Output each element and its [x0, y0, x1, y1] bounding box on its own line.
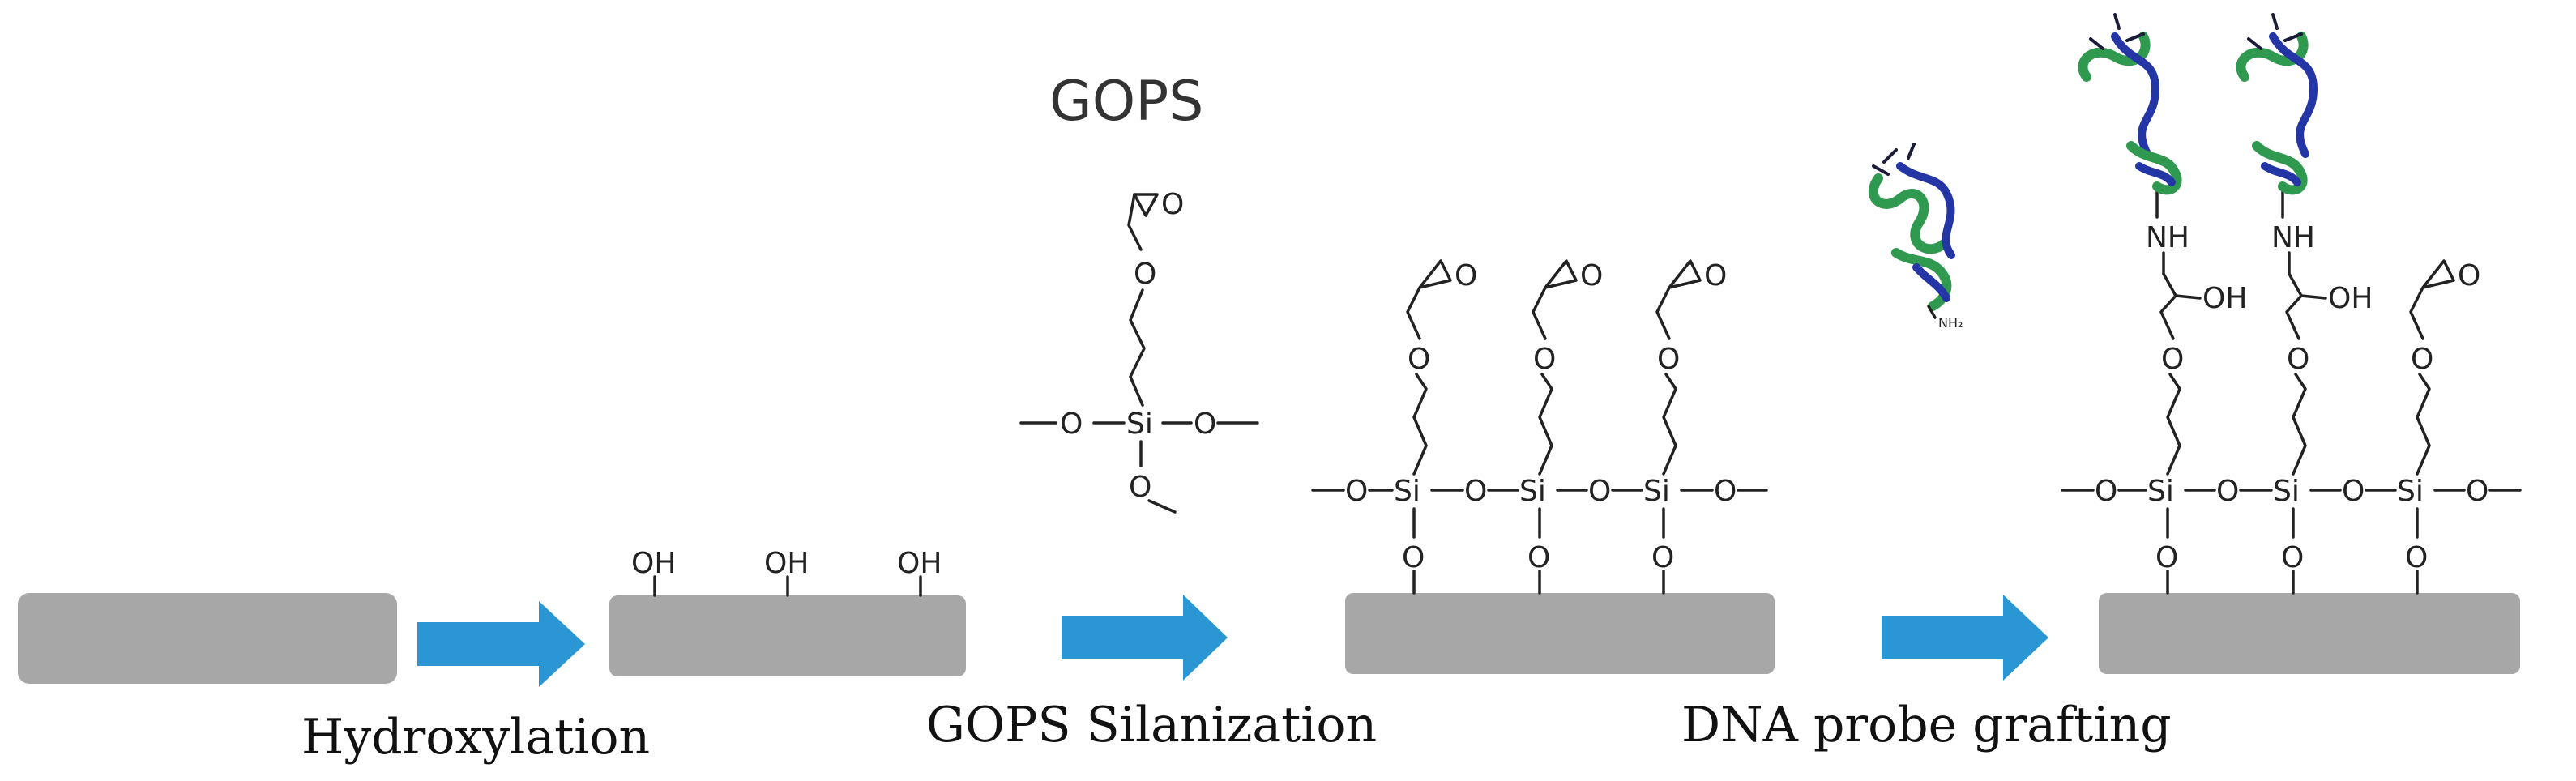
oh-label-1: OH — [631, 547, 676, 580]
free-dna-probe: NH₂ — [1868, 143, 1963, 331]
svg-text:O: O — [2411, 343, 2433, 376]
epoxy-chain-3: O O — [1655, 259, 1727, 476]
epoxy-chain-1: O O — [1406, 259, 1477, 476]
backbone-o-3: O — [1588, 475, 1611, 508]
svg-text:O: O — [1533, 343, 1556, 376]
methoxy-o-bottom: O — [1129, 471, 1151, 504]
svg-text:O: O — [2161, 343, 2184, 376]
hydroxyl-groups: OH OH OH — [631, 547, 942, 597]
substrate-bare — [18, 593, 397, 684]
svg-text:O: O — [1402, 541, 1425, 574]
svg-text:O: O — [2466, 475, 2488, 508]
svg-text:O: O — [2281, 541, 2304, 574]
oh-label-3: OH — [897, 547, 942, 580]
svg-text:O: O — [1580, 259, 1603, 292]
svg-text:O: O — [2405, 541, 2428, 574]
methoxy-o-left: O — [1060, 408, 1083, 441]
svg-text:O: O — [2155, 541, 2178, 574]
grafted-surface-network: O Si O Si O Si O O O O — [2061, 13, 2522, 595]
substrate-hydroxylated — [609, 595, 966, 676]
backbone-o-4: O — [1714, 475, 1737, 508]
ether-o-label: O — [1134, 258, 1156, 291]
step-label-dna-probe-grafting: DNA probe grafting — [1681, 697, 2172, 753]
backbone-si-3: Si — [1643, 475, 1670, 508]
svg-text:Si: Si — [2397, 475, 2424, 508]
svg-text:Si: Si — [2273, 475, 2300, 508]
gops-title: GOPS — [1049, 70, 1203, 134]
hydroxyl-label-2: OH — [2328, 282, 2373, 315]
process-arrow-1 — [417, 601, 585, 687]
svg-text:O: O — [2216, 475, 2239, 508]
svg-text:O: O — [2342, 475, 2365, 508]
process-arrow-2 — [1062, 595, 1228, 681]
svg-text:O: O — [2095, 475, 2117, 508]
svg-text:O: O — [1455, 259, 1477, 292]
grafted-chain-3-epoxy: O O — [2409, 259, 2480, 476]
substrate-dna-grafted — [2099, 593, 2520, 674]
grafted-chain-2: O OH NH — [2236, 13, 2373, 476]
svg-text:O: O — [1527, 541, 1550, 574]
svg-text:Si: Si — [2147, 475, 2174, 508]
grafted-anchor-2: O — [2281, 507, 2304, 595]
gops-molecule: O O Si O O O — [1019, 188, 1259, 514]
surface-anchor-1: O — [1402, 507, 1425, 595]
substrate-silanized — [1345, 593, 1775, 674]
epoxide-o-label: O — [1161, 188, 1184, 221]
silanized-surface-network: O Si O Si O Si O O O O — [1311, 259, 1768, 595]
svg-text:O: O — [2287, 343, 2309, 376]
svg-text:O: O — [1657, 343, 1680, 376]
grafted-anchor-1: O — [2155, 507, 2178, 595]
backbone-o-1: O — [1345, 475, 1368, 508]
backbone-o-2: O — [1464, 475, 1487, 508]
methoxy-o-right: O — [1194, 408, 1216, 441]
backbone-si-1: Si — [1394, 475, 1420, 508]
oh-label-2: OH — [764, 547, 809, 580]
grafted-anchor-3: O — [2405, 507, 2428, 595]
nh2-label: NH₂ — [1938, 315, 1963, 331]
hydroxyl-label-1: OH — [2202, 282, 2247, 315]
backbone-si-2: Si — [1519, 475, 1546, 508]
svg-text:O: O — [2458, 259, 2480, 292]
step-label-gops-silanization: GOPS Silanization — [926, 697, 1377, 753]
grafted-chain-1: O OH NH — [2078, 13, 2247, 476]
process-arrow-3 — [1882, 595, 2048, 681]
svg-text:O: O — [1704, 259, 1727, 292]
surface-anchor-2: O — [1527, 507, 1550, 595]
epoxy-chain-2: O O — [1532, 259, 1603, 476]
si-label: Si — [1126, 408, 1153, 441]
amine-label-2: NH — [2271, 221, 2315, 254]
svg-text:O: O — [1651, 541, 1674, 574]
svg-text:O: O — [1408, 343, 1430, 376]
amine-label-1: NH — [2146, 221, 2189, 254]
surface-anchor-3: O — [1651, 507, 1674, 595]
step-label-hydroxylation: Hydroxylation — [301, 709, 650, 766]
